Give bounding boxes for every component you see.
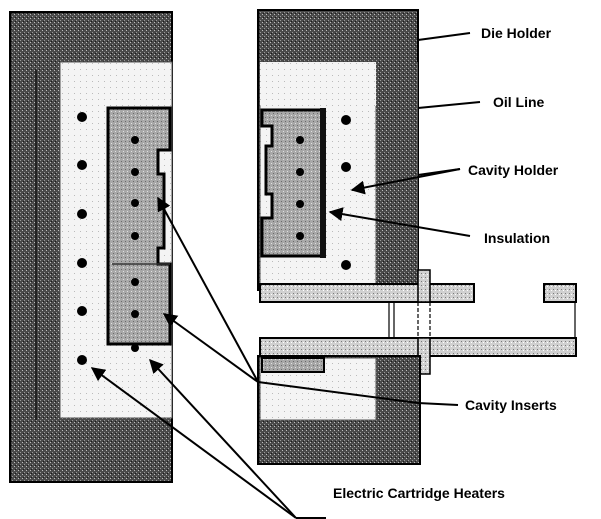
right-cavity-insert-bottom (261, 357, 325, 373)
heater-dot (296, 136, 304, 144)
label-cavity-holder: Cavity Holder (468, 162, 559, 178)
upper-plate (259, 283, 427, 303)
heater-dot (77, 355, 87, 365)
leader-cavity-holder-arrow (350, 168, 461, 195)
right-cavity-holder-strip (260, 62, 376, 106)
heater-dot (296, 200, 304, 208)
leader-heaters-2 (149, 358, 297, 519)
left-insert-heaters (131, 136, 139, 352)
labels: Die Holder Oil Line Cavity Holder Insula… (333, 25, 559, 501)
heater-dot (131, 136, 139, 144)
guide-lines (388, 302, 576, 340)
right-insulation-top (320, 108, 326, 258)
heater-dot (296, 168, 304, 176)
label-die-holder: Die Holder (481, 25, 552, 41)
heater-dot (77, 209, 87, 219)
left-die-half (9, 11, 173, 483)
leader-heaters-1 (90, 367, 297, 519)
heater-dot (296, 232, 304, 240)
sprue-block-top (417, 269, 431, 303)
right-cavity-insert-top (260, 108, 324, 258)
right-die-half-bottom (257, 337, 577, 465)
leader-cavity-inserts-main (417, 402, 459, 406)
heater-dot (341, 260, 351, 270)
leader-cavity-inserts-2 (162, 313, 259, 383)
leader-lines (90, 32, 481, 519)
heater-dot (77, 112, 87, 122)
right-top-heaters (296, 115, 351, 270)
heater-dot (77, 160, 87, 170)
left-holder-heaters (77, 112, 87, 365)
label-insulation: Insulation (484, 230, 550, 246)
left-cavity-insert (106, 106, 172, 346)
right-die-half-top (257, 9, 577, 303)
heater-dot (131, 344, 139, 352)
heater-dot (131, 199, 139, 207)
leader-insulation (328, 207, 471, 237)
leader-die-holder (417, 32, 471, 41)
heater-dot (77, 306, 87, 316)
heater-dot (131, 168, 139, 176)
label-oil-line: Oil Line (493, 94, 545, 110)
ejector-pad (543, 283, 577, 303)
label-cavity-inserts: Cavity Inserts (465, 397, 557, 413)
heater-dot (131, 278, 139, 286)
leader-cavity-inserts-3 (257, 381, 419, 404)
heater-dot (341, 162, 351, 172)
label-electric-cartridge-heaters: Electric Cartridge Heaters (333, 485, 505, 501)
right-oil-line-region (376, 62, 418, 284)
heater-dot (77, 258, 87, 268)
leader-cavity-inserts-1 (157, 196, 259, 383)
heater-dot (131, 232, 139, 240)
leader-oil-line (417, 101, 481, 109)
heater-dot (341, 115, 351, 125)
heater-dot (131, 310, 139, 318)
